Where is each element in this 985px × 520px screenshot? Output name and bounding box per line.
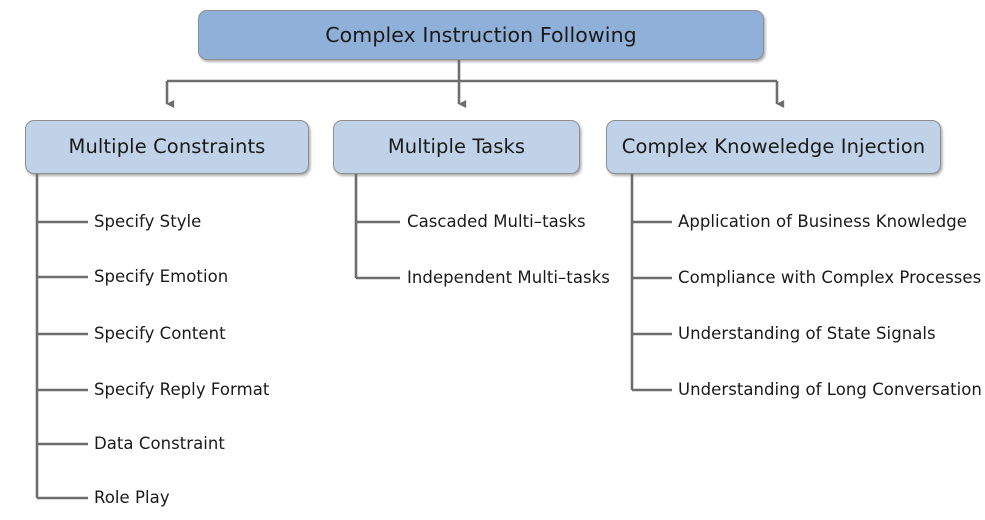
leaf-specify-style[interactable]: Specify Style xyxy=(94,211,202,231)
branch-node-label: Multiple Constraints xyxy=(68,135,266,159)
leaf-understanding-of-state-signals[interactable]: Understanding of State Signals xyxy=(678,323,936,343)
branch-node-label: Complex Knoweledge Injection xyxy=(621,135,926,159)
leaf-specify-emotion[interactable]: Specify Emotion xyxy=(94,266,229,286)
leaf-compliance-with-complex-processes[interactable]: Compliance with Complex Processes xyxy=(678,267,982,287)
leaf-role-play[interactable]: Role Play xyxy=(94,487,170,507)
branch-node-multiple-constraints[interactable]: Multiple Constraints xyxy=(25,120,309,174)
leaf-independent-multi-tasks[interactable]: Independent Multi–tasks xyxy=(407,267,610,287)
branch-node-complex-knowledge-injection[interactable]: Complex Knoweledge Injection xyxy=(606,120,941,174)
branch-node-multiple-tasks[interactable]: Multiple Tasks xyxy=(333,120,580,174)
root-node-label: Complex Instruction Following xyxy=(325,22,637,47)
leaf-cascaded-multi-tasks[interactable]: Cascaded Multi–tasks xyxy=(407,211,586,231)
leaf-understanding-of-long-conversation[interactable]: Understanding of Long Conversation xyxy=(678,379,982,399)
leaf-specify-reply-format[interactable]: Specify Reply Format xyxy=(94,379,270,399)
leaf-data-constraint[interactable]: Data Constraint xyxy=(94,433,225,453)
branch-node-label: Multiple Tasks xyxy=(387,135,526,159)
leaf-application-of-business-knowledge[interactable]: Application of Business Knowledge xyxy=(678,211,967,231)
root-node[interactable]: Complex Instruction Following xyxy=(198,10,764,60)
leaf-specify-content[interactable]: Specify Content xyxy=(94,323,226,343)
